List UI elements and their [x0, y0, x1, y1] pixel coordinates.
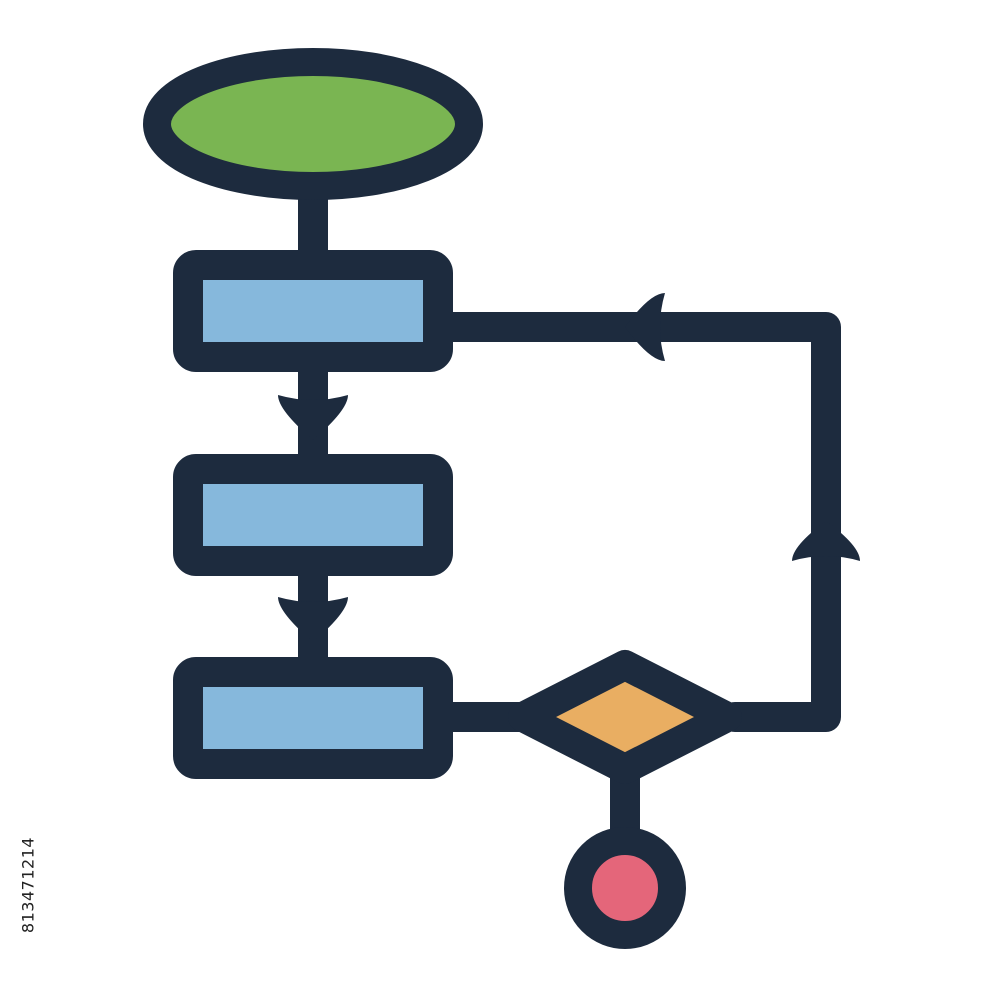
process-box-2	[173, 454, 453, 576]
arrow-up-icon	[792, 521, 860, 561]
process-box-1	[173, 250, 453, 372]
arrow-down-icon	[278, 395, 348, 440]
start-terminator	[143, 48, 483, 200]
stock-id-text: 813471214	[18, 836, 38, 934]
decision-diamond	[508, 650, 742, 784]
arrow-left-icon	[625, 293, 665, 361]
arrow-down-icon	[278, 597, 348, 642]
end-terminator	[564, 827, 686, 949]
process-box-3	[173, 657, 453, 779]
